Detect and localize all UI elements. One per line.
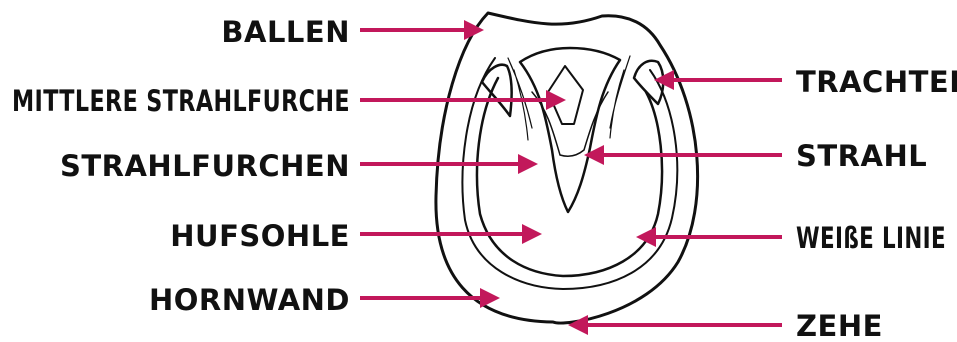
labels-right: TRACHTEN STRAHL WEIßE LINIE ZEHE [796,65,957,342]
label-strahl: STRAHL [796,139,927,173]
label-ballen: BALLEN [221,15,350,49]
labels-left: BALLEN MITTLERE STRAHLFURCHE STRAHLFURCH… [12,15,350,317]
central-sulcus [548,66,583,124]
label-trachten: TRACHTEN [796,65,957,99]
label-hornwand: HORNWAND [149,283,350,317]
label-weisse-linie: WEIßE LINIE [796,221,946,255]
hoof-illustration [436,13,698,323]
arrows-right [572,80,782,325]
collateral-groove-right [610,56,630,138]
label-hufsohle: HUFSOHLE [170,219,350,253]
label-mittlere-strahlfurche: MITTLERE STRAHLFURCHE [12,84,350,118]
arrows-left [360,30,562,298]
label-zehe: ZEHE [796,309,883,342]
label-strahlfurchen: STRAHLFURCHEN [60,149,350,183]
